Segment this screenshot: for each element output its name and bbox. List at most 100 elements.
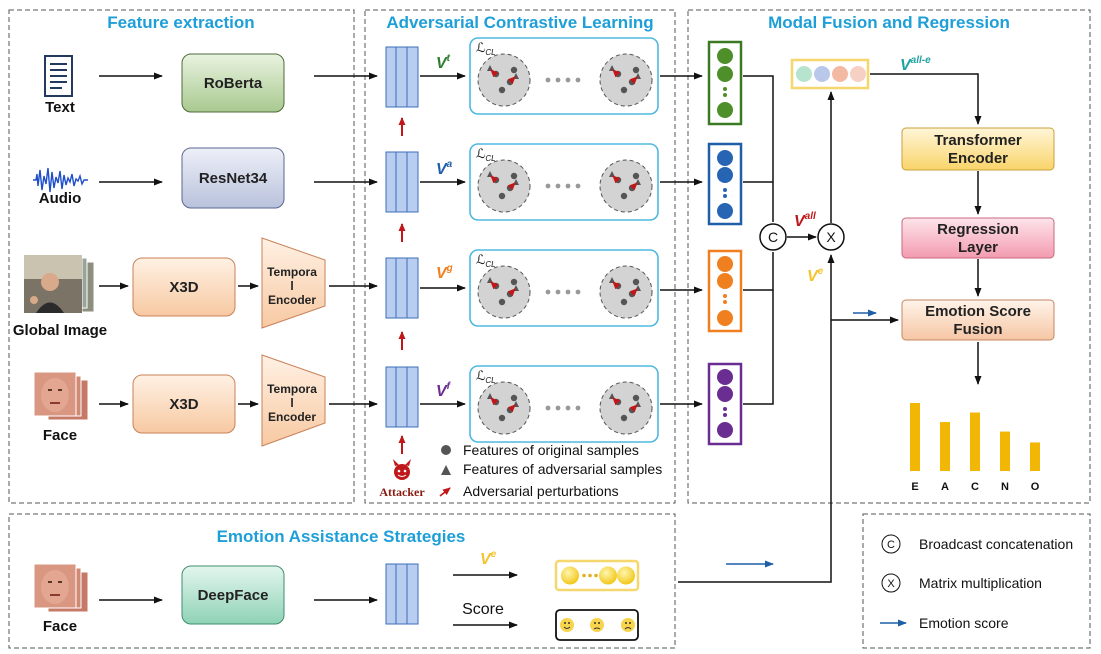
neutral-emoji-icon bbox=[590, 618, 604, 632]
perturbation-arrow bbox=[612, 281, 621, 290]
v-label-face: Vf bbox=[436, 381, 452, 400]
perturbation-arrow bbox=[507, 76, 516, 85]
v-label-all: Vall bbox=[794, 211, 816, 230]
feature-bar-face bbox=[385, 366, 419, 428]
feature-bar-deepface bbox=[385, 563, 419, 625]
transformer-block bbox=[901, 127, 1055, 171]
legend-mult: Matrix multiplication bbox=[919, 575, 1042, 591]
input-label-audio: Audio bbox=[39, 190, 82, 207]
temporal-label-3: Encoder bbox=[268, 293, 316, 307]
regression-label-1: Regression bbox=[937, 221, 1019, 238]
original-sample-point bbox=[498, 86, 506, 94]
input-label-text: Text bbox=[45, 99, 75, 116]
section-title-assistance: Emotion Assistance Strategies bbox=[217, 527, 466, 546]
legend-concat-icon bbox=[881, 534, 901, 554]
feature-cluster bbox=[477, 53, 531, 107]
score-label: Score bbox=[462, 601, 504, 618]
vector-column-face bbox=[707, 362, 743, 446]
emotion-bar-label: C bbox=[971, 481, 979, 493]
original-sample-point bbox=[620, 192, 628, 200]
original-sample-point bbox=[510, 66, 518, 74]
ellipsis-dot bbox=[555, 183, 561, 189]
line-global-to-concat bbox=[743, 252, 774, 291]
ellipsis-dot bbox=[545, 77, 551, 83]
transformer-label-2: Encoder bbox=[948, 150, 1008, 167]
happy-emoji-icon bbox=[560, 618, 574, 632]
ellipsis-dot bbox=[575, 183, 581, 189]
fusion-frame bbox=[687, 9, 1091, 504]
resnet-label: ResNet34 bbox=[199, 170, 268, 187]
feature-bar-text bbox=[385, 46, 419, 108]
original-sample-point bbox=[492, 176, 500, 184]
ellipsis-dot bbox=[555, 289, 561, 295]
legend-score: Emotion score bbox=[919, 615, 1009, 631]
score-fusion-label-2: Fusion bbox=[953, 321, 1002, 338]
legend-mult-icon bbox=[881, 573, 901, 593]
ellipsis-dot bbox=[565, 183, 571, 189]
roberta-block bbox=[181, 53, 285, 113]
ellipsis-dot bbox=[555, 405, 561, 411]
v-label-global: Vg bbox=[436, 263, 453, 282]
concat-op-label: C bbox=[768, 229, 778, 245]
ellipsis-dot bbox=[565, 405, 571, 411]
input-label-face: Face bbox=[43, 427, 77, 444]
face-thumbnail bbox=[33, 371, 89, 421]
adversarial-frame bbox=[364, 9, 676, 504]
feature-cluster bbox=[599, 265, 653, 319]
section-title-adversarial: Adversarial Contrastive Learning bbox=[386, 13, 653, 32]
ellipsis-dot bbox=[545, 289, 551, 295]
original-sample-point bbox=[620, 86, 628, 94]
x3d-label-global: X3D bbox=[169, 279, 198, 296]
original-sample-point bbox=[498, 192, 506, 200]
mult-op-circle bbox=[817, 223, 845, 251]
perturbation-arrow bbox=[507, 288, 516, 297]
contrastive-loss-label: ℒCL bbox=[476, 368, 496, 385]
feature-bar-audio bbox=[385, 151, 419, 213]
waveform-icon bbox=[33, 167, 88, 193]
contrastive-box-text: ℒCL bbox=[469, 37, 659, 115]
legend-perturbation-icon bbox=[439, 487, 451, 497]
feature-extraction-frame bbox=[8, 9, 355, 504]
temporal-encoder-global bbox=[261, 237, 326, 329]
feature-cluster bbox=[599, 381, 653, 435]
vector-column-text bbox=[707, 40, 743, 126]
original-sample-point bbox=[614, 282, 622, 290]
x3d-block-face bbox=[132, 374, 236, 434]
feature-cluster bbox=[599, 53, 653, 107]
ellipsis-dot bbox=[565, 289, 571, 295]
transformer-label-1: Transformer bbox=[934, 132, 1022, 149]
arrow-fused-to-transformer bbox=[870, 73, 982, 125]
v-label-e-assistance: Ve bbox=[480, 549, 497, 568]
original-sample-point bbox=[614, 398, 622, 406]
feature-cluster bbox=[599, 159, 653, 213]
legend-concat-letter: C bbox=[887, 539, 895, 551]
emotion-bar-label: E bbox=[911, 481, 918, 493]
roberta-label: RoBerta bbox=[204, 75, 263, 92]
legend-original: Features of original samples bbox=[463, 442, 639, 458]
emotion-bar-label: N bbox=[1001, 481, 1009, 493]
contrastive-loss-label: ℒCL bbox=[476, 40, 496, 57]
original-sample-point bbox=[614, 70, 622, 78]
perturbation-arrow bbox=[629, 76, 638, 85]
attacker-label: Attacker bbox=[379, 485, 425, 499]
assistance-frame bbox=[8, 513, 676, 649]
input-label-global-image: Global Image bbox=[13, 322, 107, 339]
contrastive-loss-label: ℒCL bbox=[476, 252, 496, 269]
emotion-bar-label: A bbox=[941, 481, 949, 493]
contrastive-box-global: ℒCL bbox=[469, 249, 659, 327]
perturbation-arrow bbox=[629, 182, 638, 191]
regression-block bbox=[901, 217, 1055, 259]
original-sample-point bbox=[632, 66, 640, 74]
legend-adversarial: Features of adversarial samples bbox=[463, 461, 662, 477]
feature-bar-global bbox=[385, 257, 419, 319]
emotion-bar-a bbox=[940, 422, 950, 471]
original-sample-point bbox=[614, 176, 622, 184]
emotion-vector bbox=[554, 559, 640, 592]
document-icon bbox=[44, 55, 73, 97]
emotion-bar-c bbox=[970, 412, 980, 471]
score-fusion-label-1: Emotion Score bbox=[925, 303, 1031, 320]
x3d-block-global bbox=[132, 257, 236, 317]
perturbation-arrow bbox=[612, 69, 621, 78]
